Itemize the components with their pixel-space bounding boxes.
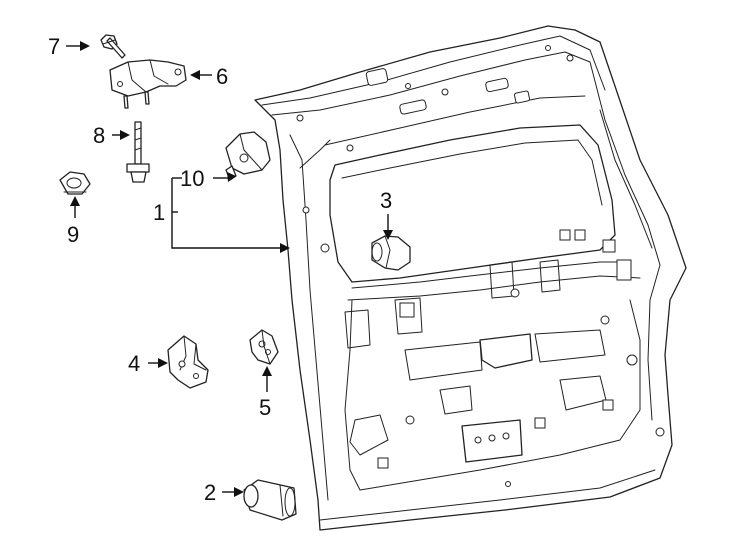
liftgate-panel — [254, 25, 687, 531]
arrow-4 — [158, 358, 168, 368]
arrow-7 — [80, 41, 90, 51]
callout-7: 7 — [48, 34, 60, 59]
arrow-2 — [234, 487, 244, 497]
part-9-nut — [59, 171, 91, 195]
part-5-bracket — [249, 329, 279, 365]
callout-9: 9 — [67, 222, 79, 247]
part-3-bumper — [371, 235, 411, 271]
arrow-5 — [262, 366, 272, 376]
callout-4: 4 — [128, 351, 140, 376]
arrow-10 — [227, 172, 236, 182]
arrow-8 — [120, 130, 130, 140]
part-10-latch — [225, 131, 271, 181]
part-6-hinge-bracket — [109, 59, 187, 109]
part-8-stud — [126, 121, 150, 183]
arrow-6 — [190, 70, 200, 80]
part-2-bump-stop — [243, 479, 297, 521]
arrow-1 — [280, 243, 290, 253]
part-4-hinge — [167, 335, 209, 389]
callout-3: 3 — [380, 188, 392, 213]
callout-2: 2 — [204, 480, 216, 505]
leader-lines — [66, 41, 393, 497]
leader-1 — [171, 178, 282, 249]
arrow-9 — [70, 196, 80, 206]
callout-1: 1 — [153, 200, 165, 225]
callout-6: 6 — [216, 64, 228, 89]
callout-5: 5 — [259, 395, 271, 420]
part-7-bolt — [100, 34, 126, 59]
arrow-3 — [383, 230, 393, 240]
callout-10: 10 — [180, 166, 204, 191]
callout-8: 8 — [93, 123, 105, 148]
